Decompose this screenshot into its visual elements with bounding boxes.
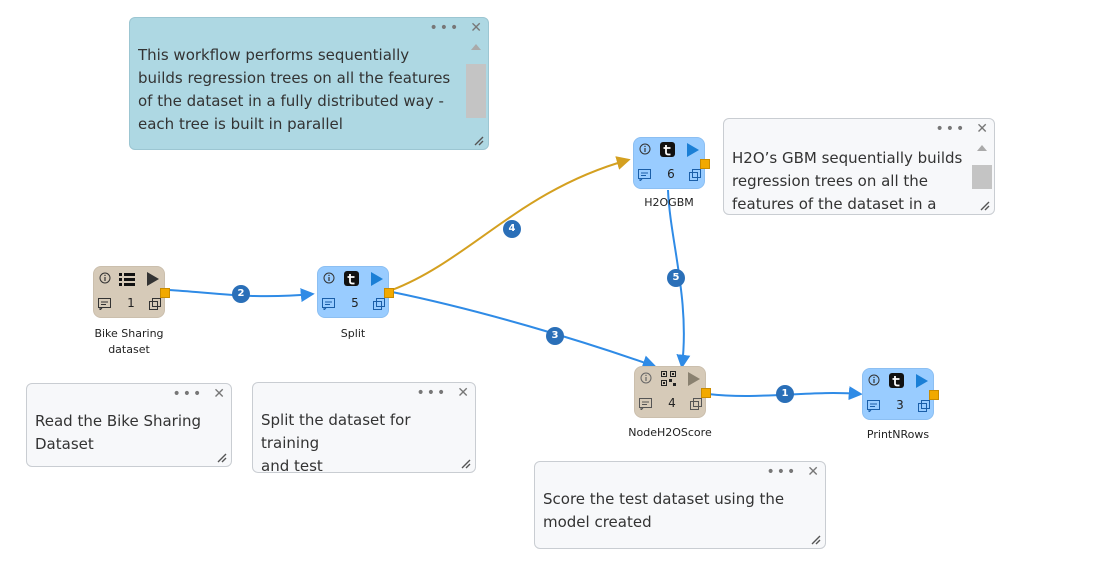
edge-badge[interactable]: 1 — [776, 385, 794, 403]
note-text: Read the Bike Sharing Dataset — [35, 412, 202, 453]
info-icon[interactable] — [640, 372, 652, 384]
info-icon[interactable] — [323, 272, 335, 284]
node-label: H2OGBM — [644, 196, 694, 209]
node-number: 4 — [668, 396, 676, 410]
scroll-thumb[interactable] — [972, 165, 992, 189]
split-dataset-note[interactable]: ••• ✕ Split the dataset for training and… — [252, 382, 476, 475]
edge-3[interactable] — [391, 291, 657, 369]
play-icon[interactable] — [686, 142, 700, 158]
scroll-up-icon[interactable] — [970, 139, 994, 157]
edge-badge[interactable]: 4 — [503, 220, 521, 238]
note-text: H2O’s GBM sequentially builds regression… — [732, 149, 963, 213]
output-port[interactable] — [700, 159, 710, 169]
note-header: ••• ✕ — [766, 463, 819, 481]
node-printnrows[interactable]: 3 — [862, 368, 939, 420]
close-icon[interactable]: ✕ — [457, 385, 469, 401]
resize-handle-icon[interactable] — [461, 459, 471, 469]
node-label: PrintNRows — [866, 428, 930, 441]
node-label: NodeH2OScore — [628, 426, 712, 439]
more-options-icon[interactable]: ••• — [766, 464, 798, 480]
resize-handle-icon[interactable] — [980, 201, 990, 211]
play-icon[interactable] — [687, 371, 701, 387]
workflow-description-note[interactable]: ••• ✕ This workflow performs sequentiall… — [129, 17, 489, 150]
comment-icon[interactable] — [98, 298, 111, 310]
resize-handle-icon[interactable] — [474, 136, 484, 146]
node-label: Bike Sharing dataset — [94, 327, 164, 356]
copy-icon[interactable] — [373, 298, 385, 310]
qr-icon — [661, 371, 676, 386]
note-text: This workflow performs sequentially buil… — [138, 46, 451, 133]
node-nodeh2oscore[interactable]: 4 — [634, 366, 711, 418]
edge-4[interactable] — [391, 156, 631, 291]
scroll-up-icon[interactable] — [464, 38, 488, 56]
more-options-icon[interactable]: ••• — [172, 386, 204, 402]
close-icon[interactable]: ✕ — [470, 20, 482, 36]
list-icon — [119, 273, 135, 286]
output-port[interactable] — [384, 288, 394, 298]
copy-icon[interactable] — [149, 298, 161, 310]
node-number: 3 — [896, 398, 904, 412]
node-h2ogbm[interactable]: 6 — [633, 137, 710, 189]
node-number: 6 — [667, 167, 675, 181]
copy-icon[interactable] — [690, 398, 702, 410]
score-dataset-note[interactable]: ••• ✕ Score the test dataset using the m… — [534, 461, 826, 549]
note-header: ••• ✕ — [416, 384, 469, 402]
edge-badge[interactable]: 3 — [546, 327, 564, 345]
more-options-icon[interactable]: ••• — [429, 20, 461, 36]
node-bike-sharing-dataset[interactable]: 1 — [93, 266, 170, 318]
node-number: 5 — [351, 296, 359, 310]
comment-icon[interactable] — [639, 398, 652, 410]
edge-badge[interactable]: 5 — [667, 269, 685, 287]
output-port[interactable] — [701, 388, 711, 398]
node-number: 1 — [127, 296, 135, 310]
note-scrollbar[interactable] — [464, 38, 488, 149]
note-text: Score the test dataset using the model c… — [543, 490, 785, 531]
resize-handle-icon[interactable] — [811, 535, 821, 545]
read-dataset-note[interactable]: ••• ✕ Read the Bike Sharing Dataset — [26, 383, 232, 467]
output-port[interactable] — [929, 390, 939, 400]
t-icon — [889, 373, 904, 388]
resize-handle-icon[interactable] — [217, 453, 227, 463]
edge-badge[interactable]: 2 — [232, 285, 250, 303]
note-header: ••• ✕ — [172, 385, 225, 403]
note-header: ••• ✕ — [429, 19, 482, 37]
close-icon[interactable]: ✕ — [213, 386, 225, 402]
output-port[interactable] — [160, 288, 170, 298]
t-icon — [344, 271, 359, 286]
more-options-icon[interactable]: ••• — [416, 385, 448, 401]
note-text: Split the dataset for training and test — [261, 411, 411, 475]
play-icon[interactable] — [370, 271, 384, 287]
t-icon — [660, 142, 675, 157]
note-scrollbar[interactable] — [970, 139, 994, 214]
comment-icon[interactable] — [638, 169, 651, 181]
h2o-gbm-note[interactable]: ••• ✕ H2O’s GBM sequentially builds regr… — [723, 118, 995, 215]
play-icon[interactable] — [146, 271, 160, 287]
copy-icon[interactable] — [918, 400, 930, 412]
more-options-icon[interactable]: ••• — [935, 121, 967, 137]
note-header: ••• ✕ — [935, 120, 988, 138]
close-icon[interactable]: ✕ — [807, 464, 819, 480]
node-label: Split — [340, 327, 366, 340]
info-icon[interactable] — [868, 374, 880, 386]
comment-icon[interactable] — [322, 298, 335, 310]
node-split[interactable]: 5 — [317, 266, 394, 318]
info-icon[interactable] — [99, 272, 111, 284]
copy-icon[interactable] — [689, 169, 701, 181]
close-icon[interactable]: ✕ — [976, 121, 988, 137]
scroll-thumb[interactable] — [466, 64, 486, 118]
info-icon[interactable] — [639, 143, 651, 155]
play-icon[interactable] — [915, 373, 929, 389]
comment-icon[interactable] — [867, 400, 880, 412]
